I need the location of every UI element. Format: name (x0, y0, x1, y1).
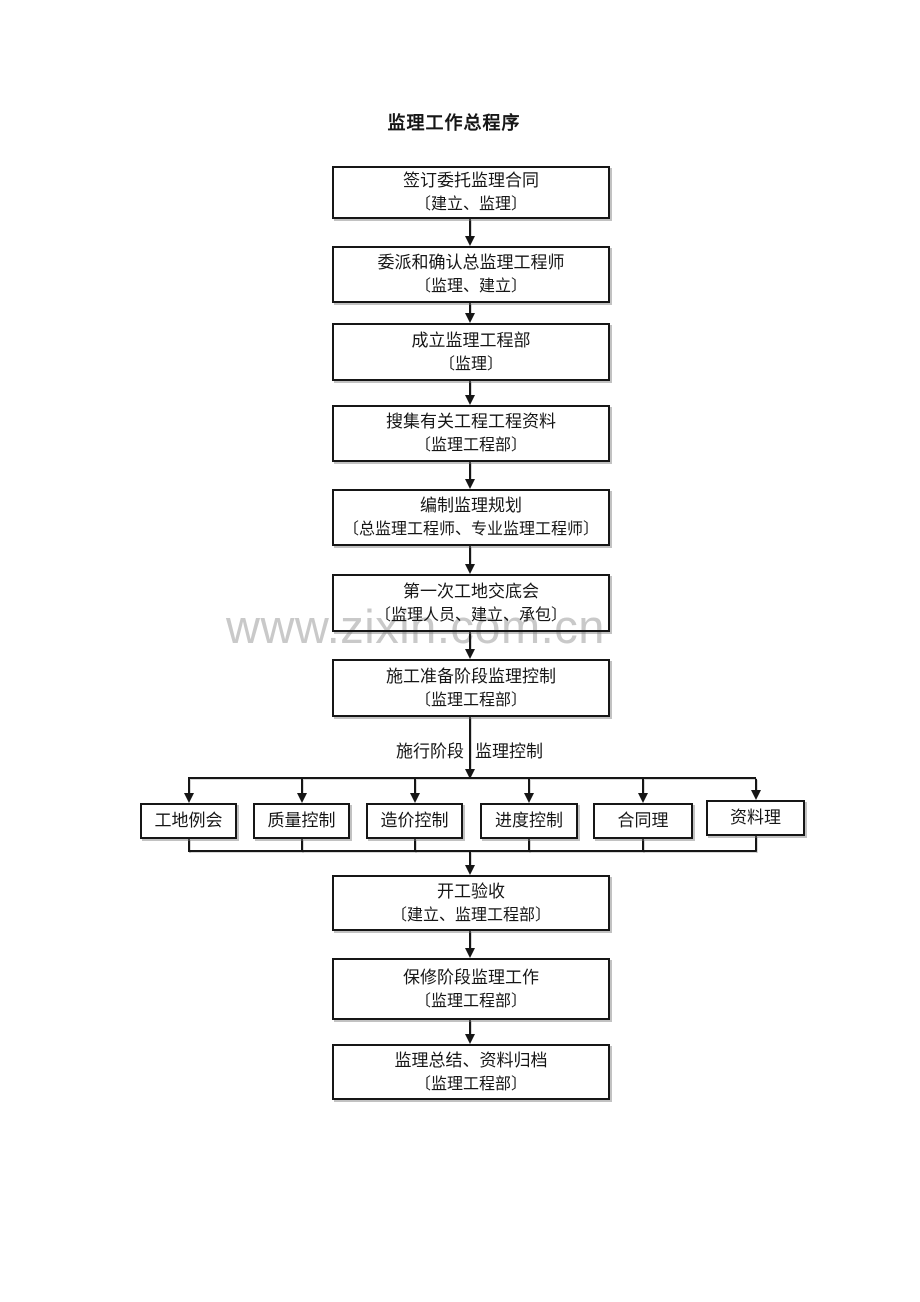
flow-box-main-1: 签订委托监理合同〔建立、监理〕 (332, 166, 610, 219)
flow-box-branch-2: 质量控制 (253, 803, 350, 839)
flow-box-bottom-1-label: 开工验收 (437, 881, 505, 901)
arrow-head-icon (296, 793, 307, 803)
stage-feed-arrow (469, 717, 471, 770)
arrow-head-icon (183, 793, 194, 803)
distribution-line (188, 777, 756, 779)
flow-box-bottom-1: 开工验收〔建立、监理工程部〕 (332, 875, 610, 931)
flow-box-main-3-label: 成立监理工程部 (411, 330, 531, 350)
flow-box-main-2-sublabel: 〔监理、建立〕 (414, 278, 527, 295)
flow-arrow (469, 931, 471, 949)
flow-box-main-2: 委派和确认总监理工程师〔监理、建立〕 (332, 246, 610, 303)
flow-box-main-1-sublabel: 〔建立、监理〕 (414, 196, 527, 213)
flow-box-branch-1: 工地例会 (140, 803, 237, 839)
flow-box-main-5-label: 编制监理规划 (420, 496, 522, 515)
flow-box-bottom-2: 保修阶段监理工作〔监理工程部〕 (332, 958, 610, 1020)
flow-arrow (469, 1020, 471, 1035)
arrow-head-icon (465, 948, 475, 958)
flow-box-main-5: 编制监理规划〔总监理工程师、专业监理工程师〕 (332, 489, 610, 546)
branch-drop-arrow (187, 779, 190, 794)
flow-box-main-6-label: 第一次工地交底会 (403, 581, 539, 601)
flow-box-main-1-label: 签订委托监理合同 (403, 171, 539, 190)
arrow-head-icon (465, 313, 475, 323)
flow-box-branch-3: 造价控制 (366, 803, 463, 839)
flow-box-main-6: 第一次工地交底会〔监理人员、建立、承包〕 (332, 574, 610, 632)
flow-arrow (469, 381, 471, 396)
flow-box-main-3: 成立监理工程部〔监理〕 (332, 323, 610, 381)
flow-box-branch-5-label: 合同理 (617, 811, 669, 830)
flow-box-branch-6: 资料理 (706, 800, 805, 836)
flow-box-bottom-1-sublabel: 〔建立、监理工程部〕 (390, 906, 551, 924)
flow-box-branch-2-label: 质量控制 (267, 811, 336, 830)
flow-box-main-7-sublabel: 〔监理工程部〕 (414, 691, 527, 709)
branch-merge-stub (300, 839, 303, 852)
arrow-head-icon (465, 236, 475, 246)
flow-arrow (469, 462, 471, 480)
arrow-head-icon (465, 395, 475, 405)
arrow-head-icon (465, 479, 475, 489)
flow-box-branch-5: 合同理 (593, 803, 693, 839)
flow-box-main-6-sublabel: 〔监理人员、建立、承包〕 (374, 606, 567, 624)
branch-drop-arrow (528, 779, 530, 794)
flow-box-bottom-2-sublabel: 〔监理工程部〕 (414, 992, 527, 1010)
arrow-head-icon (465, 865, 475, 875)
merge-feed-arrow (469, 852, 471, 866)
flow-box-bottom-3-sublabel: 〔监理工程部〕 (414, 1075, 527, 1093)
merge-line (188, 850, 756, 852)
flow-box-main-4: 搜集有关工程工程资料〔监理工程部〕 (332, 405, 610, 462)
flow-box-main-4-label: 搜集有关工程工程资料 (386, 412, 556, 431)
flow-box-branch-4: 进度控制 (480, 803, 578, 839)
arrow-head-icon (465, 1034, 475, 1044)
watermark-text: www.zixin.com.cn (226, 600, 605, 653)
flow-box-main-2-label: 委派和确认总监理工程师 (377, 253, 565, 272)
flow-box-main-4-sublabel: 〔监理工程部〕 (414, 437, 527, 454)
arrow-head-icon (465, 649, 475, 659)
branch-merge-stub (642, 839, 644, 852)
flow-box-branch-1-label: 工地例会 (154, 811, 223, 830)
flow-arrow (469, 219, 471, 237)
branch-merge-stub (528, 839, 530, 852)
arrow-head-icon (465, 564, 475, 574)
stage-label-right: 监理控制 (475, 742, 543, 761)
flow-arrow (469, 632, 471, 650)
branch-drop-arrow (300, 779, 303, 794)
arrow-head-icon (465, 769, 475, 779)
branch-merge-stub (754, 836, 757, 852)
branch-drop-arrow (413, 779, 416, 794)
flow-box-main-7: 施工准备阶段监理控制〔监理工程部〕 (332, 659, 610, 717)
flow-box-main-5-sublabel: 〔总监理工程师、专业监理工程师〕 (342, 521, 599, 538)
flow-arrow (469, 546, 471, 565)
flow-box-branch-6-label: 资料理 (730, 808, 781, 827)
flow-box-bottom-3: 监理总结、资料归档〔监理工程部〕 (332, 1044, 610, 1100)
arrow-head-icon (638, 793, 648, 803)
arrow-head-icon (524, 793, 534, 803)
flow-box-bottom-2-label: 保修阶段监理工作 (403, 967, 539, 987)
flow-box-branch-4-label: 进度控制 (495, 811, 563, 830)
flow-box-bottom-3-label: 监理总结、资料归档 (394, 1050, 548, 1070)
page-title: 监理工作总程序 (387, 113, 521, 133)
arrow-head-icon (750, 790, 761, 800)
branch-drop-arrow (642, 779, 644, 794)
arrow-head-icon (409, 793, 420, 803)
branch-merge-stub (413, 839, 416, 852)
branch-merge-stub (187, 839, 190, 852)
flow-box-main-7-label: 施工准备阶段监理控制 (386, 666, 556, 686)
flow-box-branch-3-label: 造价控制 (380, 811, 449, 830)
flow-arrow (469, 303, 471, 314)
flow-box-main-3-sublabel: 〔监理〕 (438, 355, 503, 373)
stage-label-left: 施行阶段 (396, 742, 464, 761)
branch-drop-arrow (754, 779, 757, 791)
